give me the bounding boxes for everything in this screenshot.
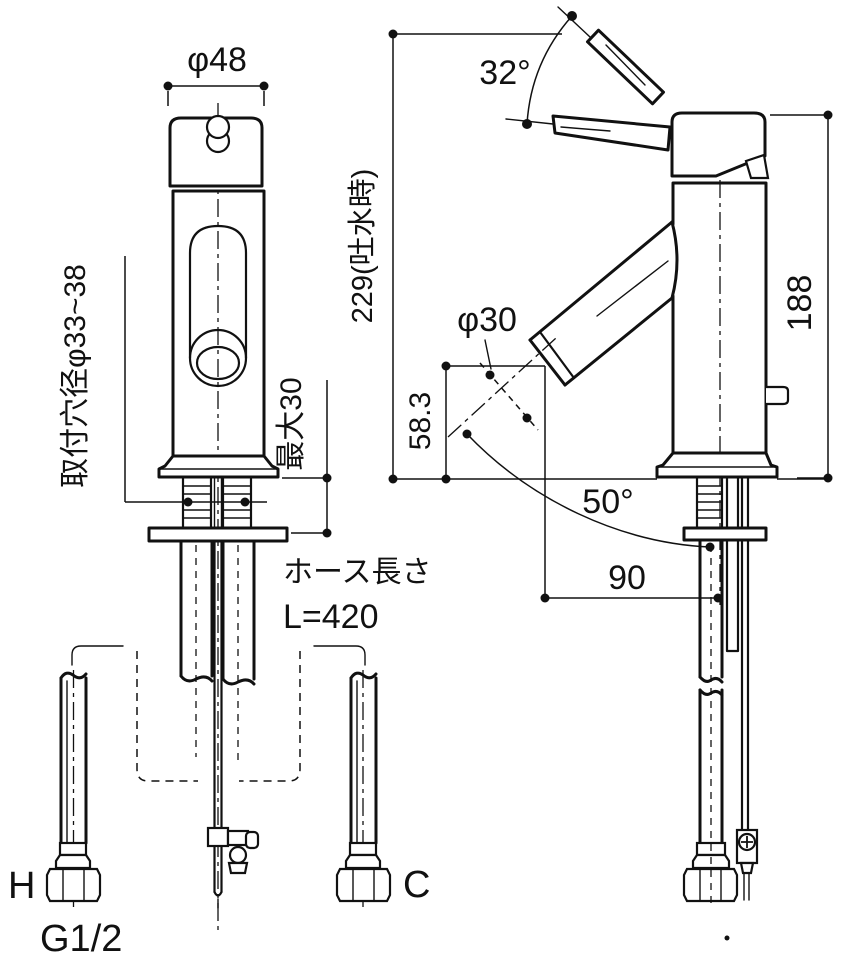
- front-base: [157, 454, 280, 479]
- hot-nut: [45, 867, 102, 903]
- front-mount-plate: [147, 526, 289, 543]
- side-rod-screw: [735, 828, 759, 901]
- dim-50deg: 50°: [462, 429, 715, 552]
- mount-hole-label: 取付穴径φ33~38: [59, 264, 92, 488]
- front-hoses: [179, 539, 256, 686]
- hot-label: H: [8, 865, 35, 907]
- dim-mount-hole: 取付穴径φ33~38: [59, 256, 267, 507]
- lever-raised: [557, 6, 665, 106]
- spout-axis: [447, 337, 557, 438]
- hose-length-note: ホース長さ L=420: [283, 556, 432, 636]
- dim-229: 229(吐水時): [346, 29, 562, 484]
- side-base: [655, 451, 779, 479]
- dim-229-label: 229(吐水時): [346, 169, 379, 324]
- hot-hose: [45, 670, 102, 907]
- dim-90: 90: [540, 366, 723, 603]
- front-lever-pin-upper: [205, 114, 231, 140]
- front-rod-clamp: [206, 826, 260, 875]
- front-view: [45, 103, 392, 933]
- dim-phi30: φ30: [457, 301, 539, 431]
- side-view: [505, 6, 790, 907]
- hose-zone-right: [239, 645, 366, 782]
- lever-lowered: [505, 114, 672, 152]
- dim-32deg: 32°: [479, 11, 577, 129]
- dim-phi48: φ48: [163, 41, 269, 106]
- dim-188: 188: [770, 110, 833, 483]
- dim-583-label: 58.3: [404, 392, 437, 450]
- front-recess: [188, 224, 248, 360]
- dim-max30: 最大30: [275, 377, 332, 538]
- side-shank: [695, 476, 724, 530]
- dimensions: φ48 取付穴径φ33~38 最大30 229(吐水時) 32°: [8, 11, 833, 960]
- side-body: [671, 181, 768, 455]
- spout: [528, 220, 679, 387]
- angle-32-label: 32°: [479, 54, 530, 92]
- stray-mark: [724, 935, 730, 941]
- dim-188-label: 188: [781, 275, 819, 332]
- hose-zone-left: [71, 645, 198, 782]
- dim-90-label: 90: [608, 559, 646, 597]
- side-lever-socket: [744, 153, 770, 180]
- hose-value-label: L=420: [283, 598, 379, 636]
- front-spout-opening: [195, 345, 241, 381]
- side-cap: [670, 111, 767, 178]
- cold-hose: [335, 670, 392, 907]
- cold-nut: [335, 867, 392, 903]
- phi30-label: φ30: [457, 301, 517, 339]
- side-mount-plate: [682, 526, 768, 542]
- max30-label: 最大30: [275, 377, 308, 470]
- hose-caption-label: ホース長さ: [283, 556, 432, 589]
- front-shank: [181, 476, 253, 530]
- front-body: [171, 189, 266, 458]
- side-tab: [766, 385, 790, 406]
- angle-50-label: 50°: [582, 483, 633, 521]
- front-spout-ring: [188, 328, 248, 388]
- thread-label: G1/2: [40, 918, 122, 960]
- dim-phi48-label: φ48: [187, 41, 247, 79]
- cold-label: C: [403, 864, 430, 906]
